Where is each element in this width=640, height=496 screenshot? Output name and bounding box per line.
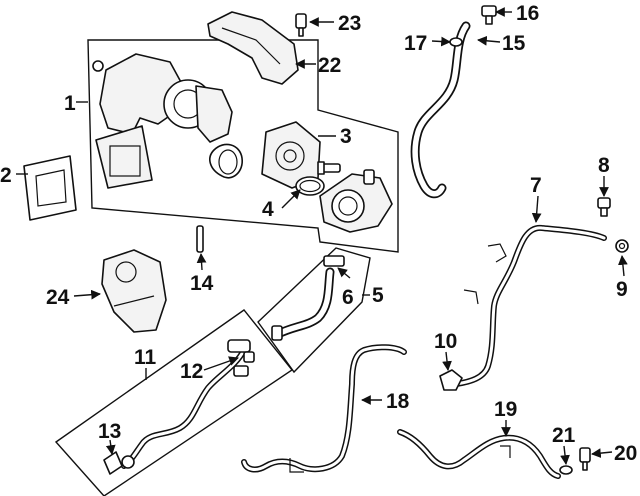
callout-24: 24 [46,286,70,309]
callout-13: 13 [98,420,121,443]
callout-20: 20 [614,442,637,465]
callout-17: 17 [404,32,427,55]
callout-labels: 1 2 3 4 5 6 7 8 9 10 11 12 13 14 15 16 1… [0,2,637,465]
intake-hose-part-5[interactable] [271,267,335,341]
oil-line-frame [54,309,294,496]
callout-11: 11 [134,346,157,369]
hose-clamp-part-6[interactable] [323,255,345,267]
oil-line-part-11[interactable] [121,339,251,469]
callout-6: 6 [342,286,354,309]
seal-washer-part-17[interactable] [449,37,463,47]
callout-4: 4 [262,198,274,221]
coolant-pipe-part-19[interactable] [397,429,561,479]
heat-shield-part-22[interactable] [207,11,299,85]
bolt-part-20[interactable] [579,447,591,471]
coolant-pipe-part-7[interactable] [453,224,607,387]
stud-part-14[interactable] [196,225,204,253]
callout-10: 10 [434,330,457,353]
callout-9: 9 [616,278,628,301]
callout-19: 19 [494,398,517,421]
banjo-bolt-part-12[interactable] [243,351,255,363]
callout-5: 5 [372,284,384,307]
callout-2: 2 [0,164,12,187]
outlet-housing[interactable] [319,169,393,233]
callout-21: 21 [552,424,576,447]
callout-15: 15 [502,32,526,55]
callout-22: 22 [318,54,341,77]
gasket-part-2[interactable] [23,155,77,221]
pipe-clamp-part-10[interactable] [439,369,463,391]
bolt-part-3-fastener[interactable] [317,161,341,175]
leader-lines [16,7,628,465]
washer-part-9[interactable] [615,239,629,253]
bolt-part-8[interactable] [597,197,611,217]
coolant-pipe-part-18[interactable] [241,344,407,473]
callout-16: 16 [516,2,539,25]
oil-return-line-part-15[interactable] [410,21,471,199]
hollow-bolt-part-16[interactable] [481,5,497,25]
flange-gasket-part-13[interactable] [103,451,135,475]
callout-3: 3 [340,125,352,148]
heat-shield-part-24[interactable] [101,249,167,333]
o-ring-part-4[interactable] [295,176,325,196]
o-ring-part-21[interactable] [559,465,573,475]
intake-hose-frame [257,247,371,374]
callout-8: 8 [598,154,610,177]
callout-12: 12 [180,360,203,383]
callout-1: 1 [64,92,76,115]
turbo-assembly-frame [87,39,399,253]
callout-23: 23 [338,12,361,35]
callout-7: 7 [530,174,542,197]
turbocharger-part-1[interactable] [92,53,243,189]
callout-14: 14 [190,272,214,295]
callout-18: 18 [386,390,410,413]
bolt-part-23[interactable] [295,13,307,37]
